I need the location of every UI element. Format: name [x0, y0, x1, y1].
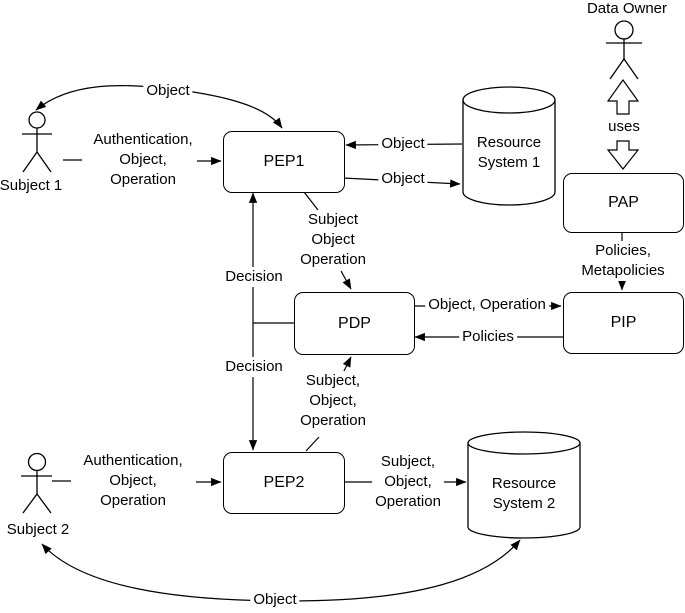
edge-label-auth1-line: Operation — [110, 171, 176, 188]
pip-label: PIP — [610, 314, 637, 331]
subject-1-label: Subject 1 — [0, 177, 63, 194]
edge-label-auth2-line: Operation — [100, 492, 166, 509]
pap-box: PAP — [563, 173, 684, 233]
edge-label-pep1-to-pdp-line: Object — [311, 231, 355, 248]
edge-label-pap-to-pip-line: Metapolicies — [581, 262, 665, 279]
edge-label-pep2-to-pdp-line: Subject, — [305, 372, 361, 389]
edge-label-pep2-to-pdp-line: Object, — [309, 392, 357, 409]
pdp-box: PDP — [294, 292, 415, 355]
resource-system-2-label-line: Resource — [491, 475, 557, 492]
pap-label: PAP — [608, 194, 639, 211]
edge-label-pep1-to-rs1: Object — [378, 169, 428, 189]
edge-pep1-pdp-arrow — [340, 270, 352, 290]
edge-label-pap-to-pip: Policies, Metapolicies — [578, 241, 668, 281]
pep1-label: PEP1 — [263, 153, 305, 170]
resource-system-1-label-line: System 1 — [477, 154, 541, 171]
edge-label-pep2-to-rs2-line: Operation — [375, 493, 441, 510]
edge-label-object-bottom: Object — [250, 590, 300, 610]
edge-label-auth2: Authentication, Object, Operation — [83, 451, 182, 511]
edge-label-uses: uses — [608, 118, 640, 135]
edge-label-pep1-to-pdp-line: Operation — [300, 251, 366, 268]
edge-label-pep2-to-pdp: Subject, Object, Operation — [297, 371, 369, 431]
edge-label-pep2-to-rs2-line: Object, — [384, 473, 432, 490]
edge-label-pdp-to-pip: Object, Operation — [425, 295, 549, 315]
edge-label-object-top: Object — [143, 81, 193, 101]
pep2-label: PEP2 — [263, 474, 305, 491]
edge-label-auth2-line: Object, — [109, 472, 157, 489]
edge-label-pep2-to-rs2-line: Subject, — [380, 453, 436, 470]
pdp-label: PDP — [338, 314, 371, 332]
edge-pep2-pdp-leader — [305, 436, 320, 452]
uses-double-arrow — [606, 78, 640, 170]
subject-1-figure — [22, 111, 52, 173]
edge-label-pep1-to-pdp-line: Subject — [307, 211, 359, 228]
edge-pep2-pdp-arrow — [342, 356, 352, 374]
edge-pep1-pdp-leader — [303, 191, 319, 211]
edge-label-rs1-to-pep1: Object — [378, 134, 428, 154]
edge-label-pep1-to-pdp: Subject Object Operation — [297, 210, 369, 270]
pep2-box: PEP2 — [223, 452, 345, 514]
edge-label-auth1-line: Authentication, — [93, 131, 193, 148]
uses-arrow-up — [606, 78, 640, 115]
edge-label-pep2-to-pdp-line: Operation — [300, 412, 366, 429]
resource-system-2-label-line: System 2 — [492, 495, 556, 512]
subject-2-label: Subject 2 — [6, 521, 70, 538]
edge-label-pip-to-pdp: Policies — [459, 327, 517, 347]
pep1-box: PEP1 — [223, 131, 345, 193]
edge-label-decision-lower: Decision — [222, 357, 286, 377]
resource-system-2-cylinder — [467, 431, 581, 539]
edge-label-pep2-to-rs2: Subject, Object, Operation — [372, 452, 444, 512]
edge-label-auth2-line: Authentication, — [83, 452, 183, 469]
data-owner-figure — [606, 20, 642, 80]
edge-label-auth1: Authentication, Object, Operation — [93, 130, 192, 190]
uses-arrow-down — [606, 140, 640, 170]
pip-box: PIP — [563, 292, 684, 354]
resource-system-2-label: Resource System 2 — [492, 474, 556, 514]
edge-label-auth1-line: Object, — [119, 151, 167, 168]
resource-system-1-label: Resource System 1 — [477, 133, 541, 173]
resource-system-1-label-line: Resource — [476, 134, 542, 151]
data-owner-label: Data Owner — [586, 0, 668, 17]
resource-system-1-cylinder — [462, 86, 556, 206]
edge-label-decision-upper: Decision — [222, 267, 286, 287]
edge-label-pap-to-pip-line: Policies, — [595, 242, 651, 259]
subject-2-figure — [21, 452, 52, 514]
